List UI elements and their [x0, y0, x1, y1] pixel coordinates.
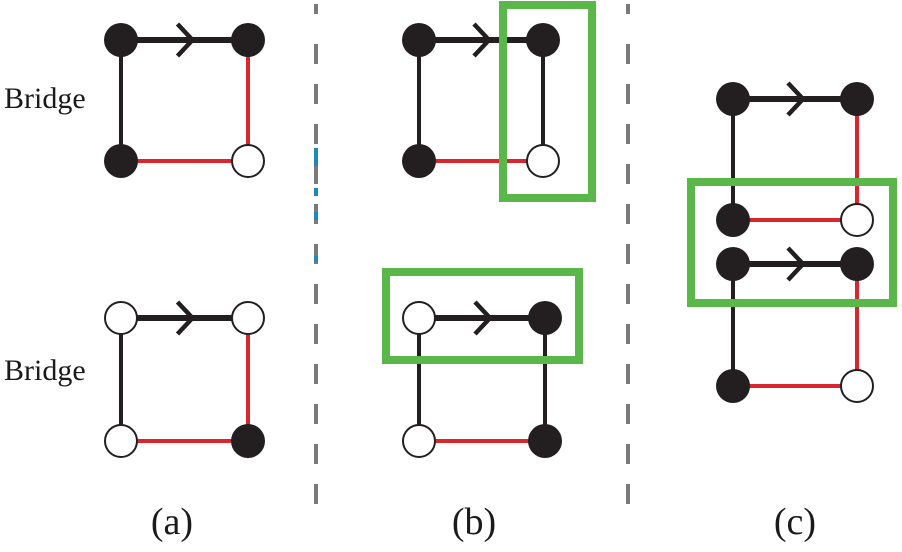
filled-node: [716, 247, 750, 281]
panel-label-b: (b): [452, 501, 496, 543]
divider-dash: [626, 124, 630, 144]
row-label-bridge-top: Bridge: [4, 82, 86, 115]
empty-node: [840, 369, 874, 403]
highlight-box-b-bottom: [382, 268, 583, 364]
divider-dash: [314, 444, 318, 464]
filled-node: [402, 23, 436, 57]
arrow-head-icon: [175, 22, 196, 58]
arrow-head-icon: [786, 246, 807, 282]
graphs: [104, 22, 874, 458]
filled-node: [402, 144, 436, 178]
filled-node: [528, 424, 562, 458]
divider-dash: [626, 84, 630, 104]
filled-node: [231, 424, 265, 458]
filled-node: [231, 23, 265, 57]
divider-dash: [314, 244, 318, 264]
divider-dash: [626, 244, 630, 264]
filled-node: [840, 82, 874, 116]
filled-node: [104, 23, 138, 57]
divider-dash: [314, 284, 318, 304]
highlight-boxes: [382, 1, 897, 364]
divider-dash: [626, 204, 630, 224]
empty-node: [402, 301, 436, 335]
divider-dash: [314, 124, 318, 144]
divider-1: [314, 4, 318, 504]
arrow-head-icon: [473, 300, 494, 336]
divider-dash: [314, 4, 318, 14]
divider-dash: [314, 44, 318, 64]
graph-a-bottom: [104, 300, 265, 458]
divider-accent-mark: [314, 212, 318, 220]
divider-dash: [626, 444, 630, 464]
divider-dash: [314, 404, 318, 424]
divider-accent-mark: [314, 148, 318, 166]
divider-dash: [626, 404, 630, 424]
divider-2: [626, 4, 630, 504]
filled-node: [840, 247, 874, 281]
divider-dash: [626, 324, 630, 344]
divider-dash: [314, 164, 318, 184]
divider-dash: [626, 484, 630, 504]
filled-node: [104, 144, 138, 178]
divider-accent-mark: [314, 256, 318, 262]
divider-dash: [314, 484, 318, 504]
divider-dash: [314, 84, 318, 104]
divider-dash: [626, 44, 630, 64]
graph-b-bottom: [402, 300, 562, 458]
divider-dash: [626, 164, 630, 184]
panel-dividers: [314, 4, 630, 504]
arrow-head-icon: [472, 22, 493, 58]
graph-c: [716, 81, 874, 403]
divider-dash: [626, 4, 630, 14]
panel-label-c: (c): [774, 501, 816, 543]
arrow-head-icon: [786, 81, 807, 117]
empty-node: [104, 301, 138, 335]
empty-node: [104, 424, 138, 458]
graph-a-top: [104, 22, 265, 178]
row-label-bridge-bottom: Bridge: [4, 354, 86, 387]
empty-node: [402, 424, 436, 458]
graph-b-top: [402, 22, 560, 178]
filled-node: [716, 203, 750, 237]
divider-dash: [314, 324, 318, 344]
filled-node: [528, 301, 562, 335]
empty-node: [231, 301, 265, 335]
divider-dash: [314, 364, 318, 384]
highlight-box-c: [687, 178, 897, 307]
highlight-box-b-top: [499, 1, 596, 202]
arrow-head-icon: [175, 300, 196, 336]
panel-label-a: (a): [151, 501, 193, 543]
empty-node: [526, 144, 560, 178]
empty-node: [231, 144, 265, 178]
divider-dash: [626, 364, 630, 384]
divider-accent-mark: [314, 188, 318, 196]
filled-node: [716, 82, 750, 116]
filled-node: [716, 369, 750, 403]
empty-node: [840, 203, 874, 237]
divider-dash: [626, 284, 630, 304]
filled-node: [526, 23, 560, 57]
